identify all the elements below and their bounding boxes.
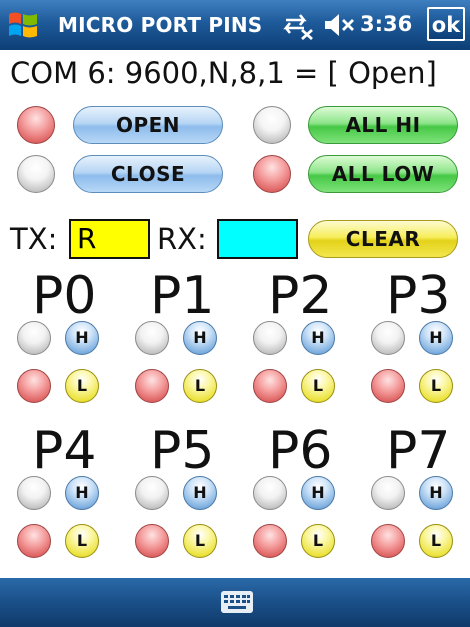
pin-high-button-p2[interactable]: H [301, 321, 335, 355]
pin-high-led-p7 [371, 476, 405, 510]
pin-low-button-p4[interactable]: L [65, 524, 99, 558]
pin-low-led-p2 [253, 369, 287, 403]
keyboard-icon[interactable] [221, 591, 253, 613]
clear-button[interactable]: CLEAR [308, 220, 458, 258]
pin-label-p0: P0 [32, 266, 97, 326]
title-bar: MICRO PORT PINS 3:36 ok [0, 0, 470, 50]
pin-low-button-p5[interactable]: L [183, 524, 217, 558]
pin-low-led-p7 [371, 524, 405, 558]
pin-high-led-p0 [17, 321, 51, 355]
pin-label-p7: P7 [386, 421, 451, 481]
pin-high-led-p2 [253, 321, 287, 355]
pin-high-button-p0[interactable]: H [65, 321, 99, 355]
pin-label-p4: P4 [32, 421, 97, 481]
pin-high-button-p5[interactable]: H [183, 476, 217, 510]
pin-high-button-p7[interactable]: H [419, 476, 453, 510]
pin-low-button-p6[interactable]: L [301, 524, 335, 558]
pin-label-p5: P5 [150, 421, 215, 481]
pin-high-led-p3 [371, 321, 405, 355]
speaker-muted-icon[interactable] [322, 10, 356, 40]
pin-label-p2: P2 [268, 266, 333, 326]
pin-low-button-p1[interactable]: L [183, 369, 217, 403]
pin-low-led-p6 [253, 524, 287, 558]
rx-label: RX: [157, 222, 207, 256]
all-hi-button[interactable]: ALL HI [308, 106, 458, 144]
pin-low-led-p5 [135, 524, 169, 558]
clock[interactable]: 3:36 [360, 12, 413, 36]
pin-low-led-p0 [17, 369, 51, 403]
all-low-led [253, 155, 291, 193]
pin-low-button-p2[interactable]: L [301, 369, 335, 403]
pin-low-led-p1 [135, 369, 169, 403]
pin-high-button-p4[interactable]: H [65, 476, 99, 510]
connectivity-icon[interactable] [282, 10, 316, 40]
tx-label: TX: [10, 222, 58, 256]
rx-field[interactable] [217, 219, 298, 259]
pin-low-button-p7[interactable]: L [419, 524, 453, 558]
port-status: COM 6: 9600,N,8,1 = [ Open] [10, 56, 437, 90]
ok-button[interactable]: ok [427, 7, 465, 41]
app-title: MICRO PORT PINS [58, 13, 263, 37]
open-button[interactable]: OPEN [73, 106, 223, 144]
port-closed-led [17, 155, 55, 193]
pin-label-p1: P1 [150, 266, 215, 326]
windows-logo-icon[interactable] [5, 8, 41, 42]
pin-label-p3: P3 [386, 266, 451, 326]
pin-label-p6: P6 [268, 421, 333, 481]
pin-high-led-p6 [253, 476, 287, 510]
pin-low-button-p0[interactable]: L [65, 369, 99, 403]
softkey-bar [0, 578, 470, 627]
port-open-led [17, 106, 55, 144]
pin-high-button-p3[interactable]: H [419, 321, 453, 355]
pin-high-led-p1 [135, 321, 169, 355]
pin-high-button-p6[interactable]: H [301, 476, 335, 510]
pin-high-button-p1[interactable]: H [183, 321, 217, 355]
pin-low-led-p3 [371, 369, 405, 403]
close-button[interactable]: CLOSE [73, 155, 223, 193]
all-low-button[interactable]: ALL LOW [308, 155, 458, 193]
all-hi-led [253, 106, 291, 144]
pin-high-led-p4 [17, 476, 51, 510]
pin-low-led-p4 [17, 524, 51, 558]
pin-high-led-p5 [135, 476, 169, 510]
pin-low-button-p3[interactable]: L [419, 369, 453, 403]
tx-field[interactable]: R [69, 219, 150, 259]
